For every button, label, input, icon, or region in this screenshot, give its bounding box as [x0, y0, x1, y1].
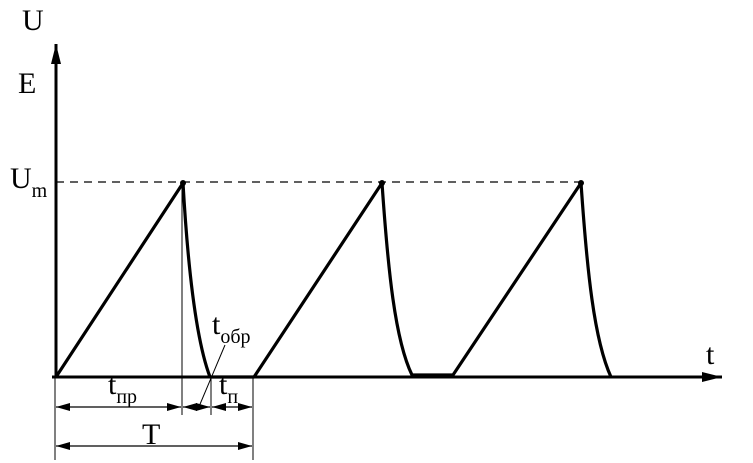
t-obr-label-sub: обр [220, 326, 250, 348]
t-obr-label: tобр [212, 308, 251, 348]
period-label: T [142, 418, 160, 451]
t-p-label-sub: п [227, 386, 238, 408]
t-obr-label-main: t [212, 308, 221, 341]
t-pr-label: tпр [108, 368, 137, 408]
um-label: Um [10, 162, 48, 202]
peak-dot-3 [578, 180, 584, 186]
t-axis-label: t [706, 338, 715, 371]
t-pr-label-main: t [108, 368, 117, 401]
t-p-label-main: t [219, 368, 228, 401]
peak-dot-2 [379, 180, 385, 186]
t-p-label: tп [219, 368, 238, 408]
sawtooth-waveform [54, 181, 613, 379]
t-obr-leader [197, 344, 226, 410]
um-label-sub: m [32, 180, 48, 202]
um-label-main: U [10, 162, 32, 195]
e-level-label: E [18, 67, 36, 100]
u-axis-label: U [22, 4, 44, 37]
peak-dot-1 [180, 180, 186, 186]
t-pr-label-sub: пр [116, 386, 137, 408]
